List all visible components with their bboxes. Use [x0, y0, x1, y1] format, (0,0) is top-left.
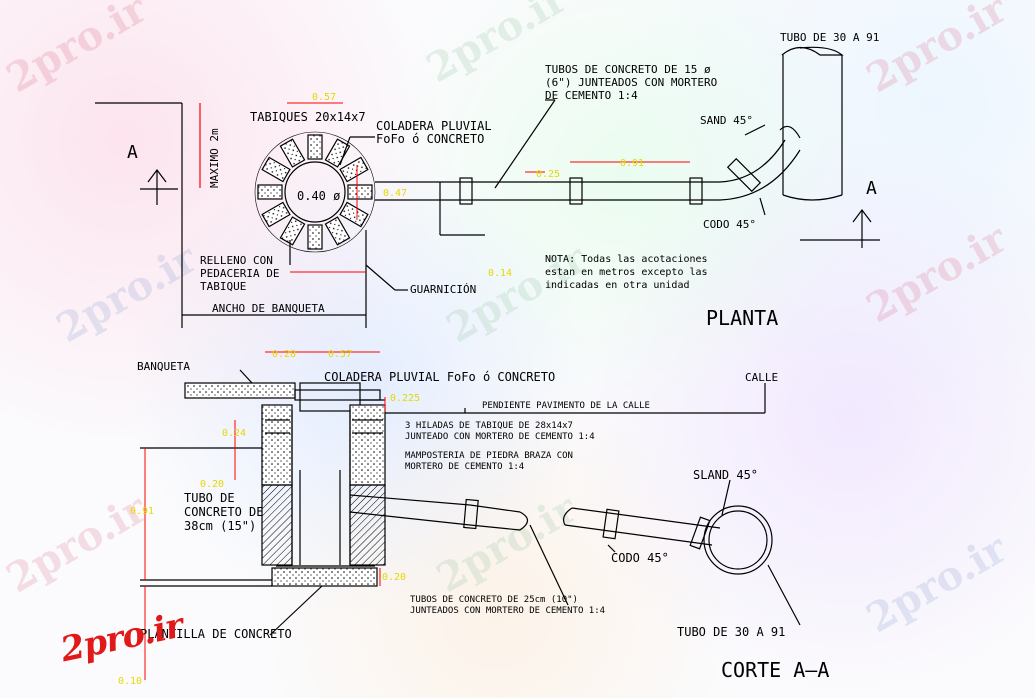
dim-0225: 0.225 [390, 393, 420, 404]
tubo-38-line3: 38cm (15") [184, 519, 256, 533]
pendiente-label: PENDIENTE PAVIMENTO DE LA CALLE [482, 401, 650, 411]
nota-line3: indicadas en otra unidad [545, 280, 690, 291]
tubos15-line2: (6") JUNTEADOS CON MORTERO [545, 76, 717, 89]
dim-020: 0.20 [200, 479, 224, 490]
dim-091-plan: 0.91 [620, 158, 644, 169]
brick-block [307, 224, 323, 250]
relleno-line3: TABIQUE [200, 280, 246, 293]
banqueta-label: BANQUETA [137, 360, 190, 373]
dim-025: 0.25 [536, 169, 560, 180]
sand-45-label: SAND 45° [700, 114, 753, 127]
tubo-38-line2: CONCRETO DE [184, 505, 263, 519]
codo-45-plan-label: CODO 45° [703, 218, 756, 231]
coladera-plan-line1: COLADERA PLUVIAL [376, 119, 492, 133]
dim-014: 0.14 [488, 268, 512, 279]
sland-45-label: SLAND 45° [693, 468, 758, 482]
tubo-38-line1: TUBO DE [184, 491, 235, 505]
tubos25-line2: JUNTEADOS CON MORTERO DE CEMENTO 1:4 [410, 606, 605, 616]
coladera-plan-line2: FoFo ó CONCRETO [376, 132, 484, 146]
dim-020b: 0.20 [382, 572, 406, 583]
brick-block [279, 216, 306, 246]
mamposteria-line2: MORTERO DE CEMENTO 1:4 [405, 462, 524, 472]
section-marker-a-right: A [866, 178, 877, 199]
tubos25-line1: TUBOS DE CONCRETO DE 25cm (10") [410, 595, 578, 605]
brick-block [307, 134, 323, 160]
relleno-line2: PEDACERIA DE [200, 267, 279, 280]
coladera-section-label: COLADERA PLUVIAL FoFo ó CONCRETO [324, 370, 555, 384]
codo-45-section-label: CODO 45° [611, 551, 669, 565]
dim-057-section: 0.57 [328, 349, 352, 360]
brick-block [261, 156, 291, 183]
ancho-banqueta-label: ANCHO DE BANQUETA [212, 302, 325, 315]
dim-010: 0.10 [118, 676, 142, 687]
brick-block [324, 216, 351, 246]
dim-028: 0.28 [272, 349, 296, 360]
brick-block [257, 184, 283, 200]
hiladas-line2: JUNTEADO CON MORTERO DE CEMENTO 1:4 [405, 432, 595, 442]
tubos15-line3: DE CEMENTO 1:4 [545, 89, 638, 102]
nota-line2: estan en metros excepto las [545, 267, 708, 278]
brick-block [347, 184, 373, 200]
maximo-label: MAXIMO 2m [208, 128, 221, 188]
tubos15-line1: TUBOS DE CONCRETO DE 15 ø [545, 63, 711, 76]
dim-047: 0.47 [383, 188, 407, 199]
calle-label: CALLE [745, 371, 778, 384]
nota-line1: NOTA: Todas las acotaciones [545, 254, 708, 265]
diameter-040-label: 0.40 ø [297, 189, 340, 203]
dim-091-section: 0.91 [130, 506, 154, 517]
dim-024: 0.24 [222, 428, 246, 439]
corte-title: CORTE A—A [721, 658, 829, 682]
guarnicion-label: GUARNICIÓN [410, 283, 476, 296]
tubo-30-91-plan: TUBO DE 30 A 91 [780, 31, 879, 44]
plantilla-label: PLANTILLA DE CONCRETO [140, 627, 292, 641]
mamposteria-line1: MAMPOSTERIA DE PIEDRA BRAZA CON [405, 451, 573, 461]
tubo-30-91-section: TUBO DE 30 A 91 [677, 625, 785, 639]
section-marker-a-left: A [127, 142, 138, 163]
hiladas-line1: 3 HILADAS DE TABIQUE DE 28x14x7 [405, 421, 573, 431]
relleno-line1: RELLENO CON [200, 254, 273, 267]
dim-057-plan: 0.57 [312, 92, 336, 103]
brick-block [261, 201, 291, 228]
planta-title: PLANTA [706, 306, 778, 330]
tabiques-label: TABIQUES 20x14x7 [250, 110, 366, 124]
brick-block [279, 138, 306, 168]
